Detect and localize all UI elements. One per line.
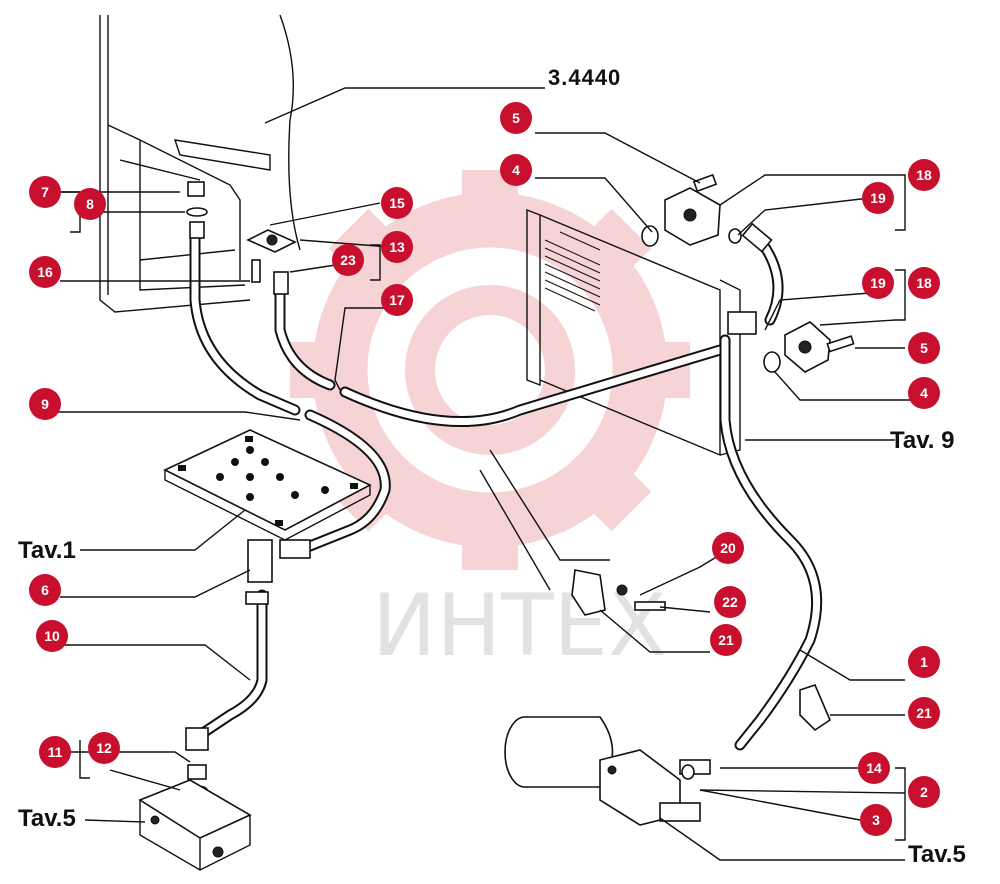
svg-text:19: 19 bbox=[870, 190, 886, 206]
callout-18-mid: 18 bbox=[908, 267, 940, 299]
callout-11: 11 bbox=[39, 736, 71, 768]
tav5-right-label: Tav.5 bbox=[908, 841, 966, 868]
callout-14: 14 bbox=[858, 752, 890, 784]
svg-text:4: 4 bbox=[512, 162, 520, 178]
gear-icon bbox=[290, 170, 690, 570]
svg-text:7: 7 bbox=[41, 184, 49, 200]
svg-text:15: 15 bbox=[389, 195, 405, 211]
svg-text:22: 22 bbox=[722, 594, 738, 610]
svg-text:20: 20 bbox=[720, 540, 736, 556]
cab-frame bbox=[99, 14, 301, 313]
callout-15: 15 bbox=[381, 187, 413, 219]
callout-12: 12 bbox=[88, 732, 120, 764]
callout-21-mid: 21 bbox=[710, 624, 742, 656]
callout-22: 22 bbox=[714, 586, 746, 618]
callout-9: 9 bbox=[29, 388, 61, 420]
model-ref-label: 3.4440 bbox=[548, 65, 621, 90]
callout-13: 13 bbox=[381, 231, 413, 263]
tav5-left-label: Tav.5 bbox=[18, 805, 76, 832]
svg-text:4: 4 bbox=[920, 385, 928, 401]
svg-text:14: 14 bbox=[866, 760, 882, 776]
receiver-drier bbox=[504, 716, 711, 826]
callout-17: 17 bbox=[381, 284, 413, 316]
callout-3: 3 bbox=[860, 804, 892, 836]
svg-text:9: 9 bbox=[41, 396, 49, 412]
tav9-label: Tav. 9 bbox=[890, 427, 954, 454]
svg-text:21: 21 bbox=[718, 632, 734, 648]
callout-19-mid: 19 bbox=[862, 267, 894, 299]
valve-block-left bbox=[138, 779, 252, 871]
callout-2: 2 bbox=[908, 776, 940, 808]
callout-7: 7 bbox=[29, 176, 61, 208]
watermark: ИНТЕХ bbox=[290, 170, 690, 676]
svg-text:23: 23 bbox=[340, 252, 356, 268]
callout-20: 20 bbox=[712, 532, 744, 564]
svg-text:16: 16 bbox=[37, 264, 53, 280]
callout-16: 16 bbox=[29, 256, 61, 288]
callout-23: 23 bbox=[332, 244, 364, 276]
svg-text:1: 1 bbox=[920, 654, 928, 670]
svg-text:5: 5 bbox=[920, 340, 928, 356]
svg-text:12: 12 bbox=[96, 740, 112, 756]
svg-text:11: 11 bbox=[48, 744, 63, 760]
callout-4-mid: 4 bbox=[908, 377, 940, 409]
callout-10: 10 bbox=[36, 620, 68, 652]
callout-5-top: 5 bbox=[500, 102, 532, 134]
tav1-label: Tav.1 bbox=[18, 537, 76, 564]
svg-text:10: 10 bbox=[44, 628, 60, 644]
callout-4-top: 4 bbox=[500, 154, 532, 186]
svg-text:19: 19 bbox=[870, 275, 886, 291]
svg-text:5: 5 bbox=[512, 110, 520, 126]
callout-6: 6 bbox=[29, 574, 61, 606]
svg-text:21: 21 bbox=[916, 705, 932, 721]
fittings bbox=[185, 173, 855, 795]
svg-text:3: 3 bbox=[872, 812, 880, 828]
callout-8: 8 bbox=[74, 188, 106, 220]
callout-21-low: 21 bbox=[908, 697, 940, 729]
callout-18-top: 18 bbox=[908, 159, 940, 191]
callout-19-top: 19 bbox=[862, 182, 894, 214]
leader-lines bbox=[55, 87, 910, 861]
svg-text:17: 17 bbox=[389, 292, 405, 308]
svg-text:18: 18 bbox=[916, 167, 932, 183]
svg-text:6: 6 bbox=[41, 582, 49, 598]
svg-text:18: 18 bbox=[916, 275, 932, 291]
svg-text:2: 2 bbox=[920, 784, 928, 800]
svg-text:13: 13 bbox=[389, 239, 405, 255]
callout-5-mid: 5 bbox=[908, 332, 940, 364]
svg-text:8: 8 bbox=[86, 196, 94, 212]
callout-1: 1 bbox=[908, 646, 940, 678]
